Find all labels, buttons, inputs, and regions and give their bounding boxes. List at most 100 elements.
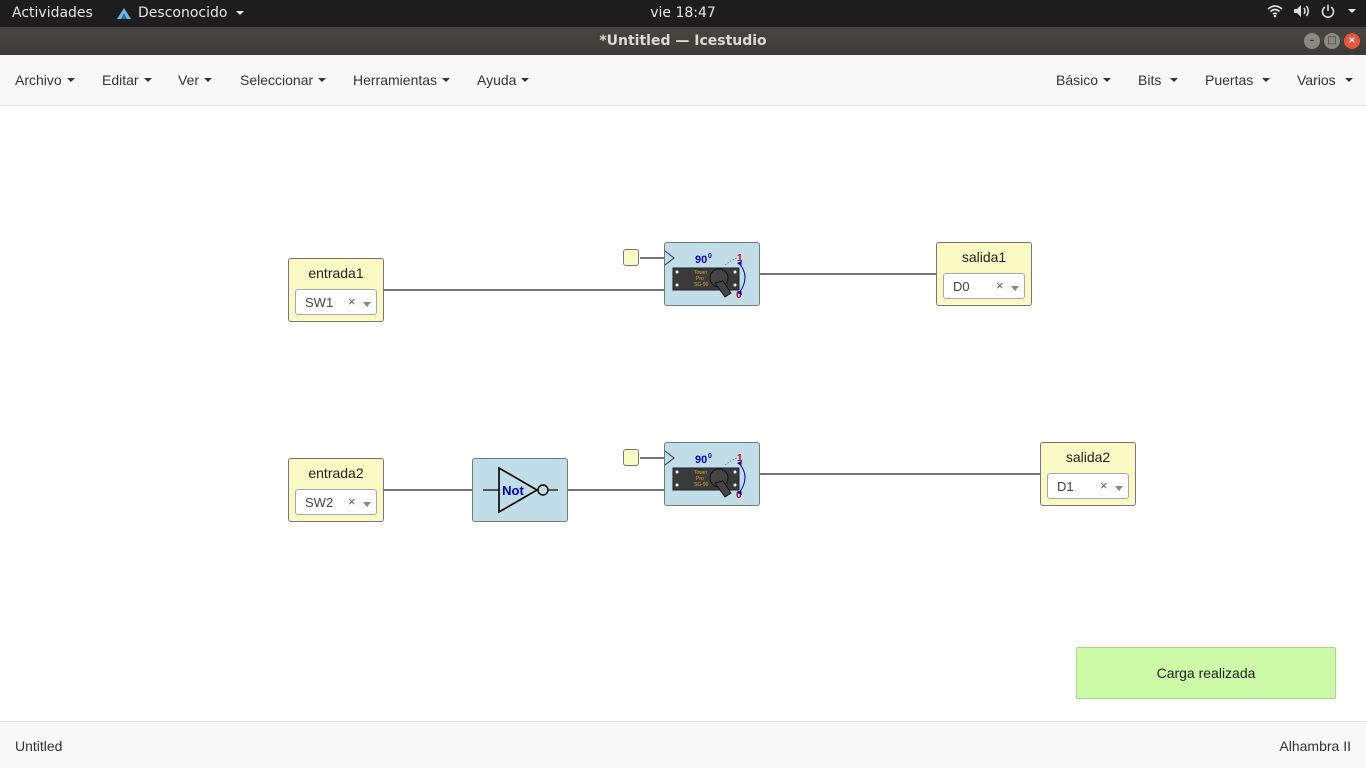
not-gate-block[interactable]: Not xyxy=(472,458,568,522)
parameter-input[interactable] xyxy=(623,449,639,466)
clear-icon[interactable]: × xyxy=(1100,478,1108,493)
menu-ver[interactable]: Ver xyxy=(178,72,213,88)
pin-value: D0 xyxy=(953,279,970,294)
dropdown-arrow-icon[interactable] xyxy=(1115,486,1123,491)
servo-low-label: 0 xyxy=(736,490,742,501)
clear-icon[interactable]: × xyxy=(996,278,1004,293)
servo-high-label: 1 xyxy=(737,253,743,264)
caret-down-icon xyxy=(318,78,327,82)
wire[interactable] xyxy=(640,457,665,459)
caret-down-icon xyxy=(521,78,530,82)
block-label: entrada1 xyxy=(308,265,364,281)
servo-block-1[interactable]: 90 0 1 0 Tower Pro SG-90 xyxy=(664,242,760,306)
dropdown-arrow-icon[interactable] xyxy=(363,502,371,507)
menu-editar[interactable]: Editar xyxy=(102,72,152,88)
caret-down-icon xyxy=(1103,78,1112,82)
volume-icon xyxy=(1294,5,1309,17)
servo-brand-1: Tower xyxy=(694,470,708,476)
menu-label: Ver xyxy=(178,72,200,88)
pin-select[interactable]: D1 × xyxy=(1047,473,1129,499)
menu-ayuda[interactable]: Ayuda xyxy=(477,72,530,88)
wire[interactable] xyxy=(759,473,1041,475)
block-label: salida1 xyxy=(961,249,1007,265)
activities-button[interactable]: Actividades xyxy=(12,5,93,21)
caret-down-icon xyxy=(66,78,75,82)
not-gate-icon: Not xyxy=(483,466,558,514)
wire[interactable] xyxy=(383,289,665,291)
caret-down-icon xyxy=(1170,78,1179,82)
menu-label: Bits xyxy=(1138,72,1162,88)
system-top-bar: Actividades Desconocido vie 18:47 xyxy=(0,0,1366,27)
pin-value: SW2 xyxy=(305,495,334,510)
wire[interactable] xyxy=(759,273,937,275)
app-menu-label: Desconocido xyxy=(138,5,228,21)
close-button[interactable]: × xyxy=(1344,33,1360,49)
window-title: *Untitled — Icestudio xyxy=(599,33,767,49)
notification-toast[interactable]: Carga realizada xyxy=(1076,647,1336,699)
clear-icon[interactable]: × xyxy=(348,494,356,509)
pin-value: D1 xyxy=(1057,479,1074,494)
menu-label: Ayuda xyxy=(477,72,517,88)
dropdown-arrow-icon[interactable] xyxy=(1011,286,1019,291)
menu-label: Editar xyxy=(102,72,139,88)
servo-sg90-icon: 90 0 1 0 Tower Pro SG-90 xyxy=(664,450,746,501)
input-block-entrada1[interactable]: entrada1 SW1 × xyxy=(288,258,384,322)
caret-down-icon xyxy=(1262,78,1271,82)
parameter-input[interactable] xyxy=(623,249,639,266)
servo-brand-1: Tower xyxy=(694,270,708,276)
notification-message: Carga realizada xyxy=(1156,665,1256,681)
board-name[interactable]: Alhambra II xyxy=(1279,738,1351,754)
menu-label: Puertas xyxy=(1205,72,1254,88)
servo-sg90-icon: 90 0 1 0 Tower Pro SG-90 xyxy=(664,250,746,301)
pin-select[interactable]: SW2 × xyxy=(295,489,377,515)
output-block-salida1[interactable]: salida1 D0 × xyxy=(936,242,1032,306)
chevron-down-icon xyxy=(236,11,245,15)
menu-bar: Archivo Editar Ver Seleccionar Herramien… xyxy=(0,55,1366,106)
output-block-salida2[interactable]: salida2 D1 × xyxy=(1040,442,1136,506)
status-footer: Untitled Alhambra II xyxy=(0,721,1366,768)
caret-down-icon xyxy=(204,78,213,82)
menu-label: Básico xyxy=(1056,72,1099,88)
block-label: salida2 xyxy=(1065,449,1111,465)
file-name: Untitled xyxy=(15,738,63,754)
design-canvas[interactable]: entrada1 SW1 × entrada2 SW2 × salida1 D0… xyxy=(0,106,1366,721)
wire[interactable] xyxy=(567,489,665,491)
system-tray[interactable] xyxy=(1267,4,1356,18)
pin-select[interactable]: D0 × xyxy=(943,273,1025,299)
menu-label: Archivo xyxy=(15,72,62,88)
menu-varios[interactable]: Varios xyxy=(1297,72,1353,88)
servo-angle-label: 90 xyxy=(695,254,707,266)
window-title-bar: *Untitled — Icestudio – □ × xyxy=(0,27,1366,55)
app-menu[interactable]: Desconocido xyxy=(116,5,245,21)
pin-select[interactable]: SW1 × xyxy=(295,289,377,315)
menu-bits[interactable]: Bits xyxy=(1138,72,1179,88)
not-gate-label: Not xyxy=(502,483,524,498)
wire[interactable] xyxy=(640,257,665,259)
block-label: entrada2 xyxy=(308,465,364,481)
caret-down-icon xyxy=(143,78,152,82)
input-block-entrada2[interactable]: entrada2 SW2 × xyxy=(288,458,384,522)
menu-seleccionar[interactable]: Seleccionar xyxy=(240,72,327,88)
minimize-button[interactable]: – xyxy=(1304,33,1320,49)
menu-basico[interactable]: Básico xyxy=(1056,72,1112,88)
servo-angle-degree: 0 xyxy=(708,453,712,460)
chevron-down-icon xyxy=(1348,9,1356,13)
servo-block-2[interactable]: 90 0 1 0 Tower Pro SG-90 xyxy=(664,442,760,506)
menu-puertas[interactable]: Puertas xyxy=(1205,72,1271,88)
menu-label: Seleccionar xyxy=(240,72,314,88)
clear-icon[interactable]: × xyxy=(348,294,356,309)
wifi-icon xyxy=(1267,5,1283,18)
dropdown-arrow-icon[interactable] xyxy=(363,302,371,307)
servo-brand-2: Pro xyxy=(696,276,704,282)
clock[interactable]: vie 18:47 xyxy=(650,5,716,21)
caret-down-icon xyxy=(1344,78,1353,82)
menu-label: Herramientas xyxy=(353,72,438,88)
servo-brand-3: SG-90 xyxy=(694,482,709,488)
menu-herramientas[interactable]: Herramientas xyxy=(353,72,451,88)
menu-archivo[interactable]: Archivo xyxy=(15,72,75,88)
wire[interactable] xyxy=(383,489,473,491)
servo-angle-degree: 0 xyxy=(708,253,712,260)
servo-angle-label: 90 xyxy=(695,454,707,466)
maximize-button[interactable]: □ xyxy=(1324,33,1340,49)
caret-down-icon xyxy=(442,78,451,82)
